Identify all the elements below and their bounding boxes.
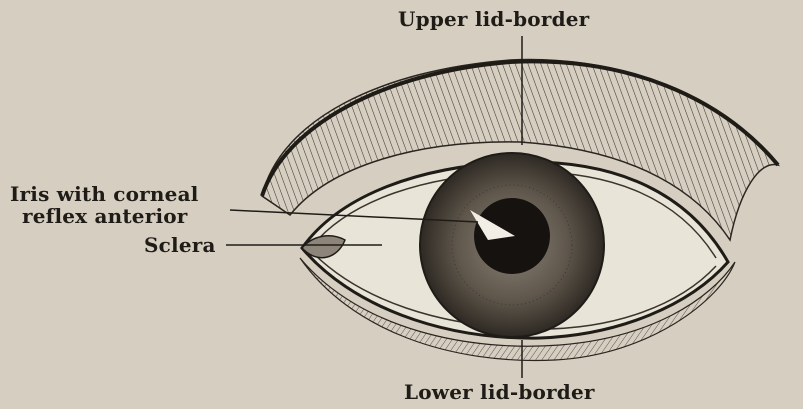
- upper-lid-border-label: Upper lid-border: [398, 8, 589, 30]
- sclera-label: Sclera: [144, 234, 216, 256]
- lower-lid-border-label: Lower lid-border: [404, 381, 595, 403]
- iris-label-line1: Iris with corneal: [10, 183, 199, 205]
- iris-label-line2: reflex anterior: [22, 205, 188, 227]
